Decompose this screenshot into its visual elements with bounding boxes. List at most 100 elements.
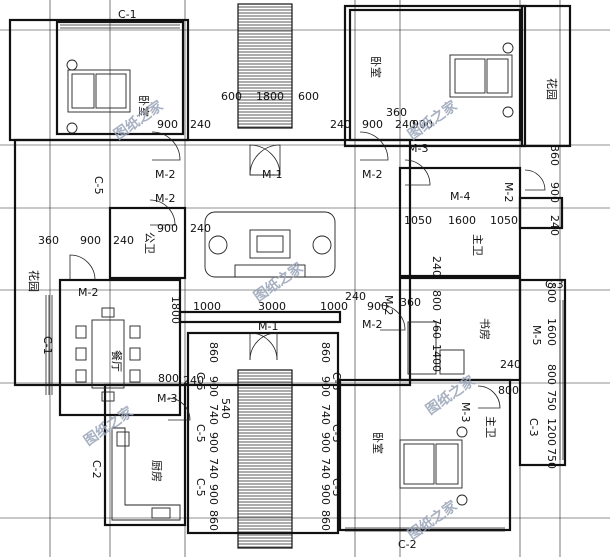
dim-240g: 240 [345,290,366,303]
furniture [66,42,514,521]
tag-m2-ne: M-2 [362,168,382,181]
door-m2-nw [151,131,181,161]
window-c1-left [45,295,53,395]
tag-c1-left: C-1 [41,336,54,355]
dim-1800v: 1800 [169,296,182,324]
tag-c3-right-bot: C-3 [527,418,540,437]
dim-240e: 240 [113,234,134,247]
door-m3-sw [167,397,191,421]
dim-900d: 900 [548,182,561,203]
kitchen-counter-icon [111,427,181,521]
dimension-labels: 600 1800 600 900 240 240 900 240 360 900… [38,90,561,469]
dim-800a: 800 [430,290,443,311]
tag-m3-sw: M-3 [157,392,177,405]
sofa-set-icon [204,211,336,278]
dim-360b: 360 [548,145,561,166]
dimension-column-left: 860 900 740 900 740 900 860 [207,342,220,531]
door-tags: M-1 M-1 M-2 M-2 M-2 M-2 M-2 M-2 M-2 M-3 … [78,142,543,422]
dim-750b: 750 [545,448,558,469]
dim-800c: 800 [498,384,519,397]
door-m2-right [524,169,546,191]
dim-1200: 1200 [545,418,558,446]
tag-m1-top: M-1 [262,168,282,181]
dim-240c: 240 [395,118,416,131]
dim-360c: 360 [38,234,59,247]
dim-240j: 240 [183,374,204,387]
window-c3-right [559,300,564,460]
dim-240d: 240 [548,215,561,236]
dim-240a: 240 [190,118,211,131]
dimension-column-right: 860 900 740 900 740 900 860 [319,342,332,531]
dim-col-right-2: 740 [319,404,332,425]
dim-800d: 800 [545,364,558,385]
tag-m2-nw: M-2 [155,168,175,181]
dim-col-right-4: 740 [319,458,332,479]
room-label-bath-se: 主卫 [484,416,497,438]
window-c2-bottom [345,527,505,532]
bed-nw-icon [66,59,131,134]
room-label-garden-ne: 花园 [545,78,558,100]
dim-col-left-4: 740 [207,458,220,479]
dim-col-right-1: 900 [319,376,332,397]
room-label-bedroom-se: 卧室 [371,432,385,454]
dim-col-right-6: 860 [319,510,332,531]
door-m1-top-2 [249,144,281,176]
dim-900g: 900 [367,300,388,313]
dim-col-left-5: 900 [207,484,220,505]
dim-1600a: 1600 [448,214,476,227]
dim-900f: 900 [157,222,178,235]
dim-600b: 600 [298,90,319,103]
room-labels: 卧室 卧室 花园 花园 餐厅 厨房 书房 公卫 主卫 主卫 卧室 [27,56,558,482]
tag-m3-se: M-3 [459,402,472,422]
window-c1-top [60,21,180,29]
tag-m5: M-5 [530,325,543,345]
dim-900b: 900 [362,118,383,131]
room-label-bedroom-ne: 卧室 [369,56,383,78]
dining-table-icon [75,307,141,402]
bed-se-icon [399,426,468,506]
dim-1600b: 1600 [545,318,558,346]
dim-900c: 900 [412,118,433,131]
tag-m2-mid: M-2 [362,318,382,331]
room-label-study: 书房 [478,318,491,340]
doors [69,131,546,421]
window-tags: C-1 C-1 C-2 C-2 C-3 C-3 C-5 C-5 C-5 C-5 … [41,8,564,551]
tag-c5-d: C-5 [330,372,343,391]
tag-m4: M-4 [450,190,470,203]
tag-m2-ne-right: M-2 [502,182,515,202]
study-desk-icon [407,321,465,375]
tag-m2-study: M-2 [382,295,395,315]
dim-1400: 1400 [430,344,443,372]
watermark: 图纸之家 [405,497,461,544]
dim-1050a: 1050 [404,214,432,227]
dim-240i: 240 [500,358,521,371]
dim-col-left-3: 900 [207,432,220,453]
bottom-deck-slats [237,369,293,549]
room-label-bedroom-nw: 卧室 [137,95,151,117]
walls [8,4,572,535]
top-deck-slats [237,3,293,129]
dim-240h: 240 [430,256,443,277]
dim-col-left-6: 860 [207,510,220,531]
dim-240f: 240 [190,222,211,235]
door-m4 [404,159,431,186]
room-label-garden-w: 花园 [27,270,40,292]
dim-1000b: 1000 [320,300,348,313]
deck-outline [237,3,293,129]
dim-col-left-0: 860 [207,342,220,363]
room-label-kitchen: 厨房 [150,460,163,482]
dim-col-left-2: 740 [207,404,220,425]
door-m2-w [69,254,96,281]
tag-c3-right-top: C-3 [545,278,564,291]
dim-360d: 360 [400,296,421,309]
room-label-bath-w: 公卫 [143,232,156,254]
bed-ne-icon [449,42,514,118]
dim-1800: 1800 [256,90,284,103]
tag-m2-w: M-2 [78,286,98,299]
dim-1000a: 1000 [193,300,221,313]
watermark: 图纸之家 [81,403,137,450]
tag-c2-bottom: C-2 [398,538,417,551]
dim-col-right-0: 860 [319,342,332,363]
deck-outline [237,369,293,549]
